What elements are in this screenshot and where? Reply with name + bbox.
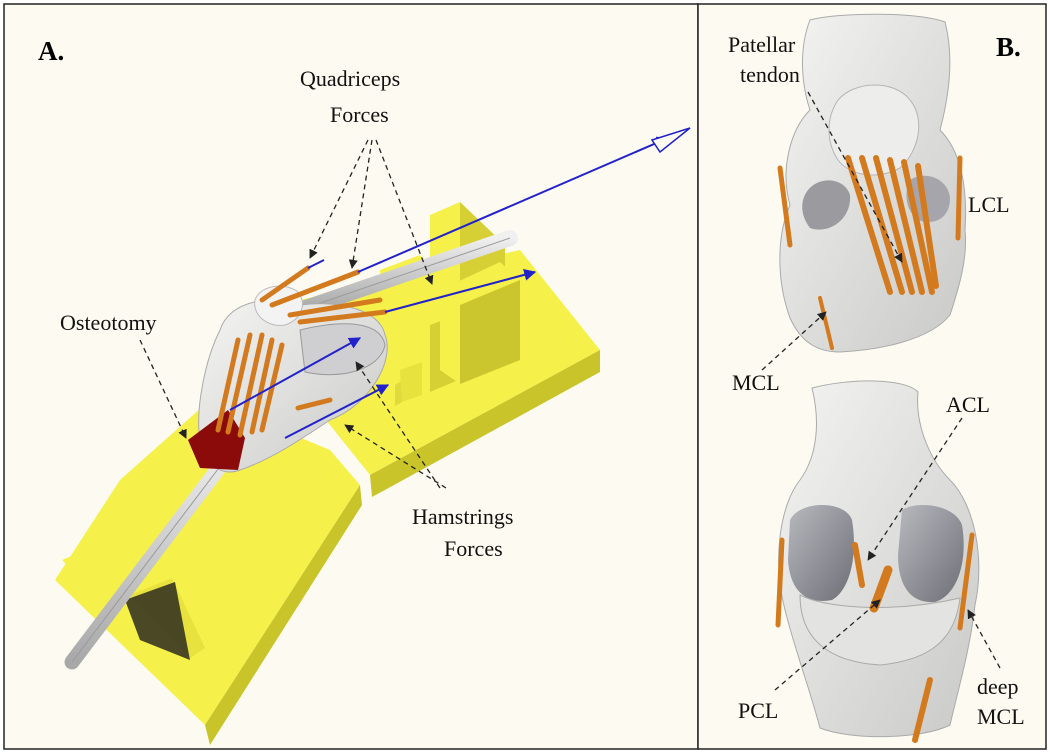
mcl-ligament-upper — [777, 165, 793, 248]
hamstrings-label-line2: Forces — [444, 536, 503, 561]
panel-b: B. Patellar tendon LCL MCL ACL PCL deep … — [728, 13, 1025, 743]
osteotomy-label: Osteotomy — [60, 310, 157, 335]
hamstrings-label-line1: Hamstrings — [412, 504, 513, 529]
patellar-tendon-fibers — [845, 155, 939, 295]
patellar-tendon-label-line2: tendon — [740, 62, 800, 87]
panel-a-letter: A. — [38, 36, 64, 66]
deep-mcl-ligament — [957, 532, 975, 631]
knee-posterior — [775, 380, 980, 743]
annotation-arrows — [139, 139, 447, 489]
knee-anterior — [777, 13, 967, 353]
jig-base — [55, 202, 600, 745]
quadriceps-label-line1: Quadriceps — [300, 66, 400, 91]
acl-label: ACL — [946, 392, 990, 417]
mcl-label: MCL — [732, 370, 780, 395]
acl-ligament — [852, 542, 865, 588]
lcl-label: LCL — [968, 192, 1010, 217]
deep-mcl-label-line2: MCL — [977, 704, 1025, 729]
deep-mcl-label-line1: deep — [977, 674, 1019, 699]
panel-a: A. Quadriceps Forces Osteotomy Hamstring… — [38, 36, 691, 745]
panel-b-letter: B. — [996, 32, 1021, 62]
patellar-tendon-label-line1: Patellar — [728, 32, 796, 57]
pcl-label: PCL — [738, 698, 778, 723]
quadriceps-label-line2: Forces — [330, 102, 389, 127]
jig-rods — [64, 230, 518, 670]
lcl-ligament — [955, 155, 963, 241]
mcl-ligament-posterior — [775, 537, 785, 628]
force-vectors — [229, 127, 691, 439]
mcl-ligament-lower — [818, 296, 834, 350]
panel-b-annotation-arrows — [761, 91, 1001, 691]
ligament-distal — [912, 677, 933, 743]
